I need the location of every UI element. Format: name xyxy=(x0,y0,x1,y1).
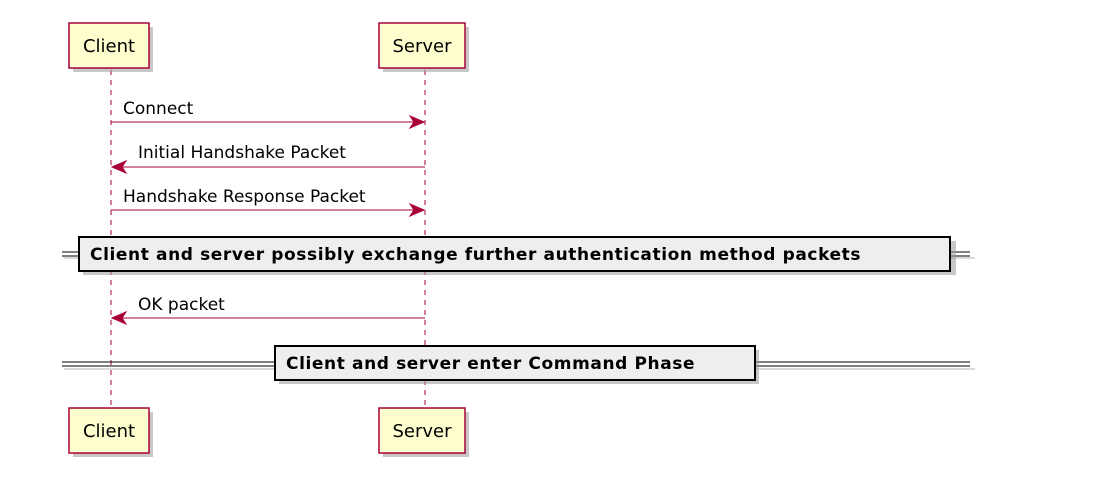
participant-client-bottom-label: Client xyxy=(83,421,135,442)
message-connect-label: Connect xyxy=(123,99,194,119)
message-initial-handshake: Initial Handshake Packet xyxy=(110,143,425,175)
divider-authentication: Client and server possibly exchange furt… xyxy=(62,236,975,275)
message-connect: Connect xyxy=(111,99,426,130)
participant-server-bottom: Server xyxy=(378,407,469,457)
divider-command-phase-label: Client and server enter Command Phase xyxy=(286,354,695,374)
participant-server-top: Server xyxy=(378,22,469,72)
message-initial-handshake-label: Initial Handshake Packet xyxy=(138,143,346,163)
arrowhead-right-icon xyxy=(408,202,426,218)
participant-client-bottom: Client xyxy=(68,407,153,457)
divider-authentication-label: Client and server possibly exchange furt… xyxy=(90,245,861,265)
arrowhead-left-icon xyxy=(110,159,128,175)
message-handshake-response: Handshake Response Packet xyxy=(111,187,426,218)
message-ok-packet: OK packet xyxy=(110,295,425,326)
participant-server-top-label: Server xyxy=(392,36,452,57)
arrowhead-right-icon xyxy=(408,114,426,130)
divider-command-phase: Client and server enter Command Phase xyxy=(62,345,975,384)
participant-server-bottom-label: Server xyxy=(392,421,452,442)
participant-client-top: Client xyxy=(68,22,153,72)
message-handshake-response-label: Handshake Response Packet xyxy=(123,187,366,207)
arrowhead-left-icon xyxy=(110,310,128,326)
message-ok-packet-label: OK packet xyxy=(138,295,225,315)
participant-client-top-label: Client xyxy=(83,36,135,57)
